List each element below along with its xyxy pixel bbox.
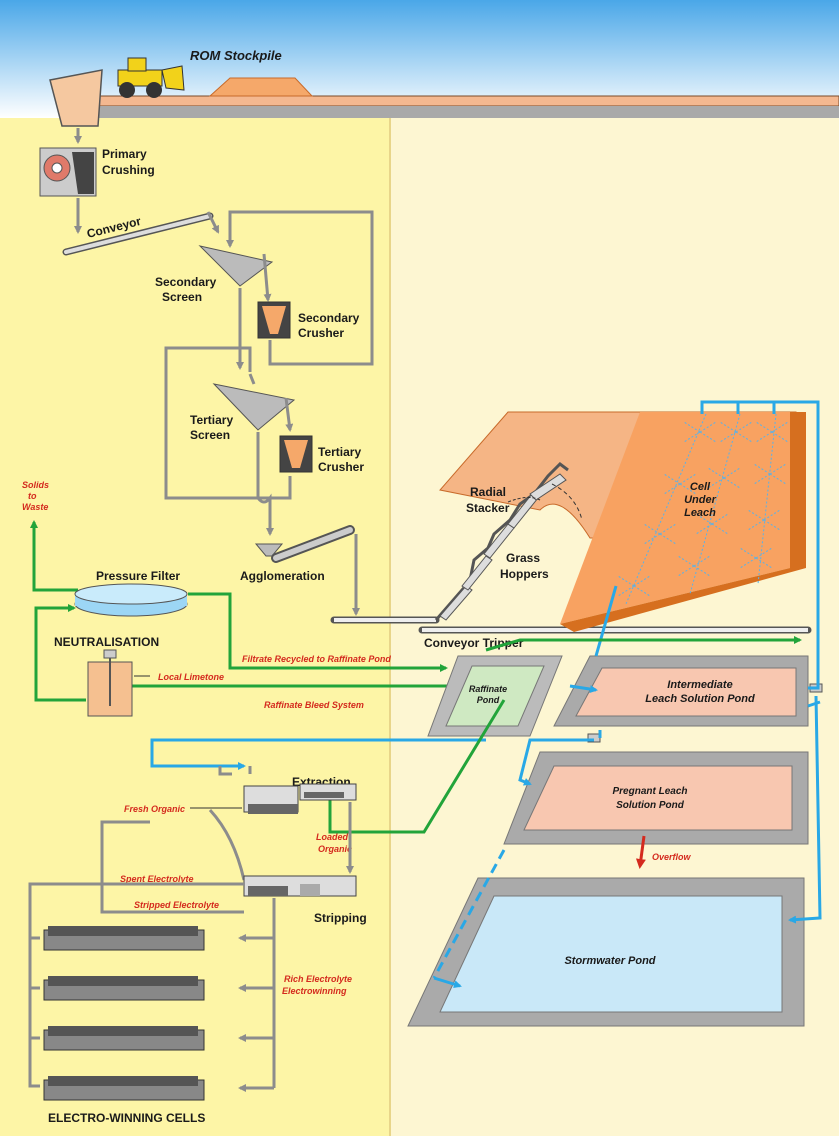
filtrate-recycled-label: Filtrate Recycled to Raffinate Pond (242, 654, 391, 664)
rich-electrolyte-label-2: Electrowinning (282, 986, 347, 996)
loaded-organic-label-1: Loaded (316, 832, 349, 842)
stripped-electrolyte-label: Stripped Electrolyte (134, 900, 219, 910)
solids-to-waste-label-2: to (28, 491, 37, 501)
grass-hoppers-label-1: Grass (506, 551, 540, 565)
ils-pond-label-2: Leach Solution Pond (645, 693, 755, 705)
ils-pond-label-1: Intermediate (667, 679, 732, 691)
raffinate-to-heap-flow (485, 636, 802, 652)
tertiary-screen-label-2: Screen (190, 428, 230, 442)
intermediate-leach-solution-pond (553, 655, 809, 727)
cell-under-leach-label-2: Under (684, 494, 717, 506)
rom-stockpile-mound (208, 77, 314, 97)
electrowinning-cell-3 (43, 1026, 205, 1051)
electrolyte-circuit (28, 820, 276, 1092)
raffinate-bleed-label: Raffinate Bleed System (264, 700, 364, 710)
local-limestone-label: Local Limetone (158, 672, 224, 682)
stormwater-pond-label: Stormwater Pond (564, 955, 655, 967)
pressure-filter-icon (74, 583, 188, 617)
fresh-organic-label: Fresh Organic (124, 804, 185, 814)
secondary-screen-label-2: Screen (162, 290, 202, 304)
raffinate-return-flow (328, 699, 506, 834)
spent-electrolyte-label: Spent Electrolyte (120, 874, 194, 884)
rom-hopper (49, 69, 103, 127)
tertiary-crusher-icon (279, 435, 313, 473)
raffinate-pond (427, 655, 563, 737)
stormwater-pond (407, 877, 805, 1027)
primary-crusher-icon (39, 147, 97, 197)
ground-strip (59, 95, 839, 107)
solids-to-waste-label-3: Waste (22, 502, 48, 512)
solids-to-waste-label-1: Solids (22, 480, 49, 490)
primary-crushing-label-1: Primary (102, 147, 147, 161)
grass-hoppers-label-2: Hoppers (500, 567, 549, 581)
tertiary-screen-icon (212, 383, 296, 431)
pls-pond-label-2: Solution Pond (616, 800, 685, 811)
tertiary-crusher-label-1: Tertiary (318, 445, 361, 459)
rich-electrolyte-label-1: Rich Electrolyte (284, 974, 352, 984)
leach-solution-flows (150, 400, 822, 924)
electrowinning-cell-1 (43, 926, 205, 951)
limestone-tank-icon (87, 649, 133, 717)
secondary-crusher-label-2: Crusher (298, 326, 344, 340)
extraction-mixer-settlers (243, 783, 357, 814)
loaded-organic-label-2: Organic (318, 844, 352, 854)
agglomeration-label: Agglomeration (240, 569, 325, 583)
grass-hoppers-icon (434, 462, 569, 621)
sprinkler-network (617, 413, 789, 605)
electro-winning-cells-label: ELECTRO-WINNING CELLS (48, 1111, 205, 1125)
cell-under-leach-label-1: Cell (690, 481, 711, 493)
secondary-screen-label-1: Secondary (155, 275, 217, 289)
raffinate-pond-label-1: Raffinate (469, 684, 507, 694)
stripping-label: Stripping (314, 911, 367, 925)
electrowinning-cell-2 (43, 976, 205, 1001)
stripping-mixer-settlers (243, 875, 357, 897)
radial-stacker-label-1: Radial (470, 485, 506, 499)
secondary-crusher-label-1: Secondary (298, 311, 360, 325)
secondary-screen-icon (198, 245, 274, 287)
loader-icon (117, 57, 185, 98)
primary-crushing-label-2: Crushing (102, 163, 155, 177)
radial-stacker-label-2: Stacker (466, 501, 510, 515)
neutralisation-label: NEUTRALISATION (54, 635, 159, 649)
overflow-label: Overflow (652, 852, 692, 862)
pressure-filter-label: Pressure Filter (96, 569, 180, 583)
heap-leach-pad (439, 411, 806, 632)
secondary-crusher-icon (257, 301, 291, 339)
seepage-return-flow (432, 849, 506, 979)
raffinate-pond-label-2: Pond (477, 695, 500, 705)
pregnant-leach-solution-pond (503, 751, 809, 845)
tertiary-screen-label-1: Tertiary (190, 413, 233, 427)
rom-stockpile-label: ROM Stockpile (190, 48, 282, 63)
electrowinning-cell-4 (43, 1076, 205, 1101)
crushing-area-panel (0, 118, 390, 1136)
cell-under-leach-label-3: Leach (684, 507, 716, 519)
pls-pond-label-1: Pregnant Leach (612, 786, 687, 797)
tertiary-crusher-label-2: Crusher (318, 460, 364, 474)
